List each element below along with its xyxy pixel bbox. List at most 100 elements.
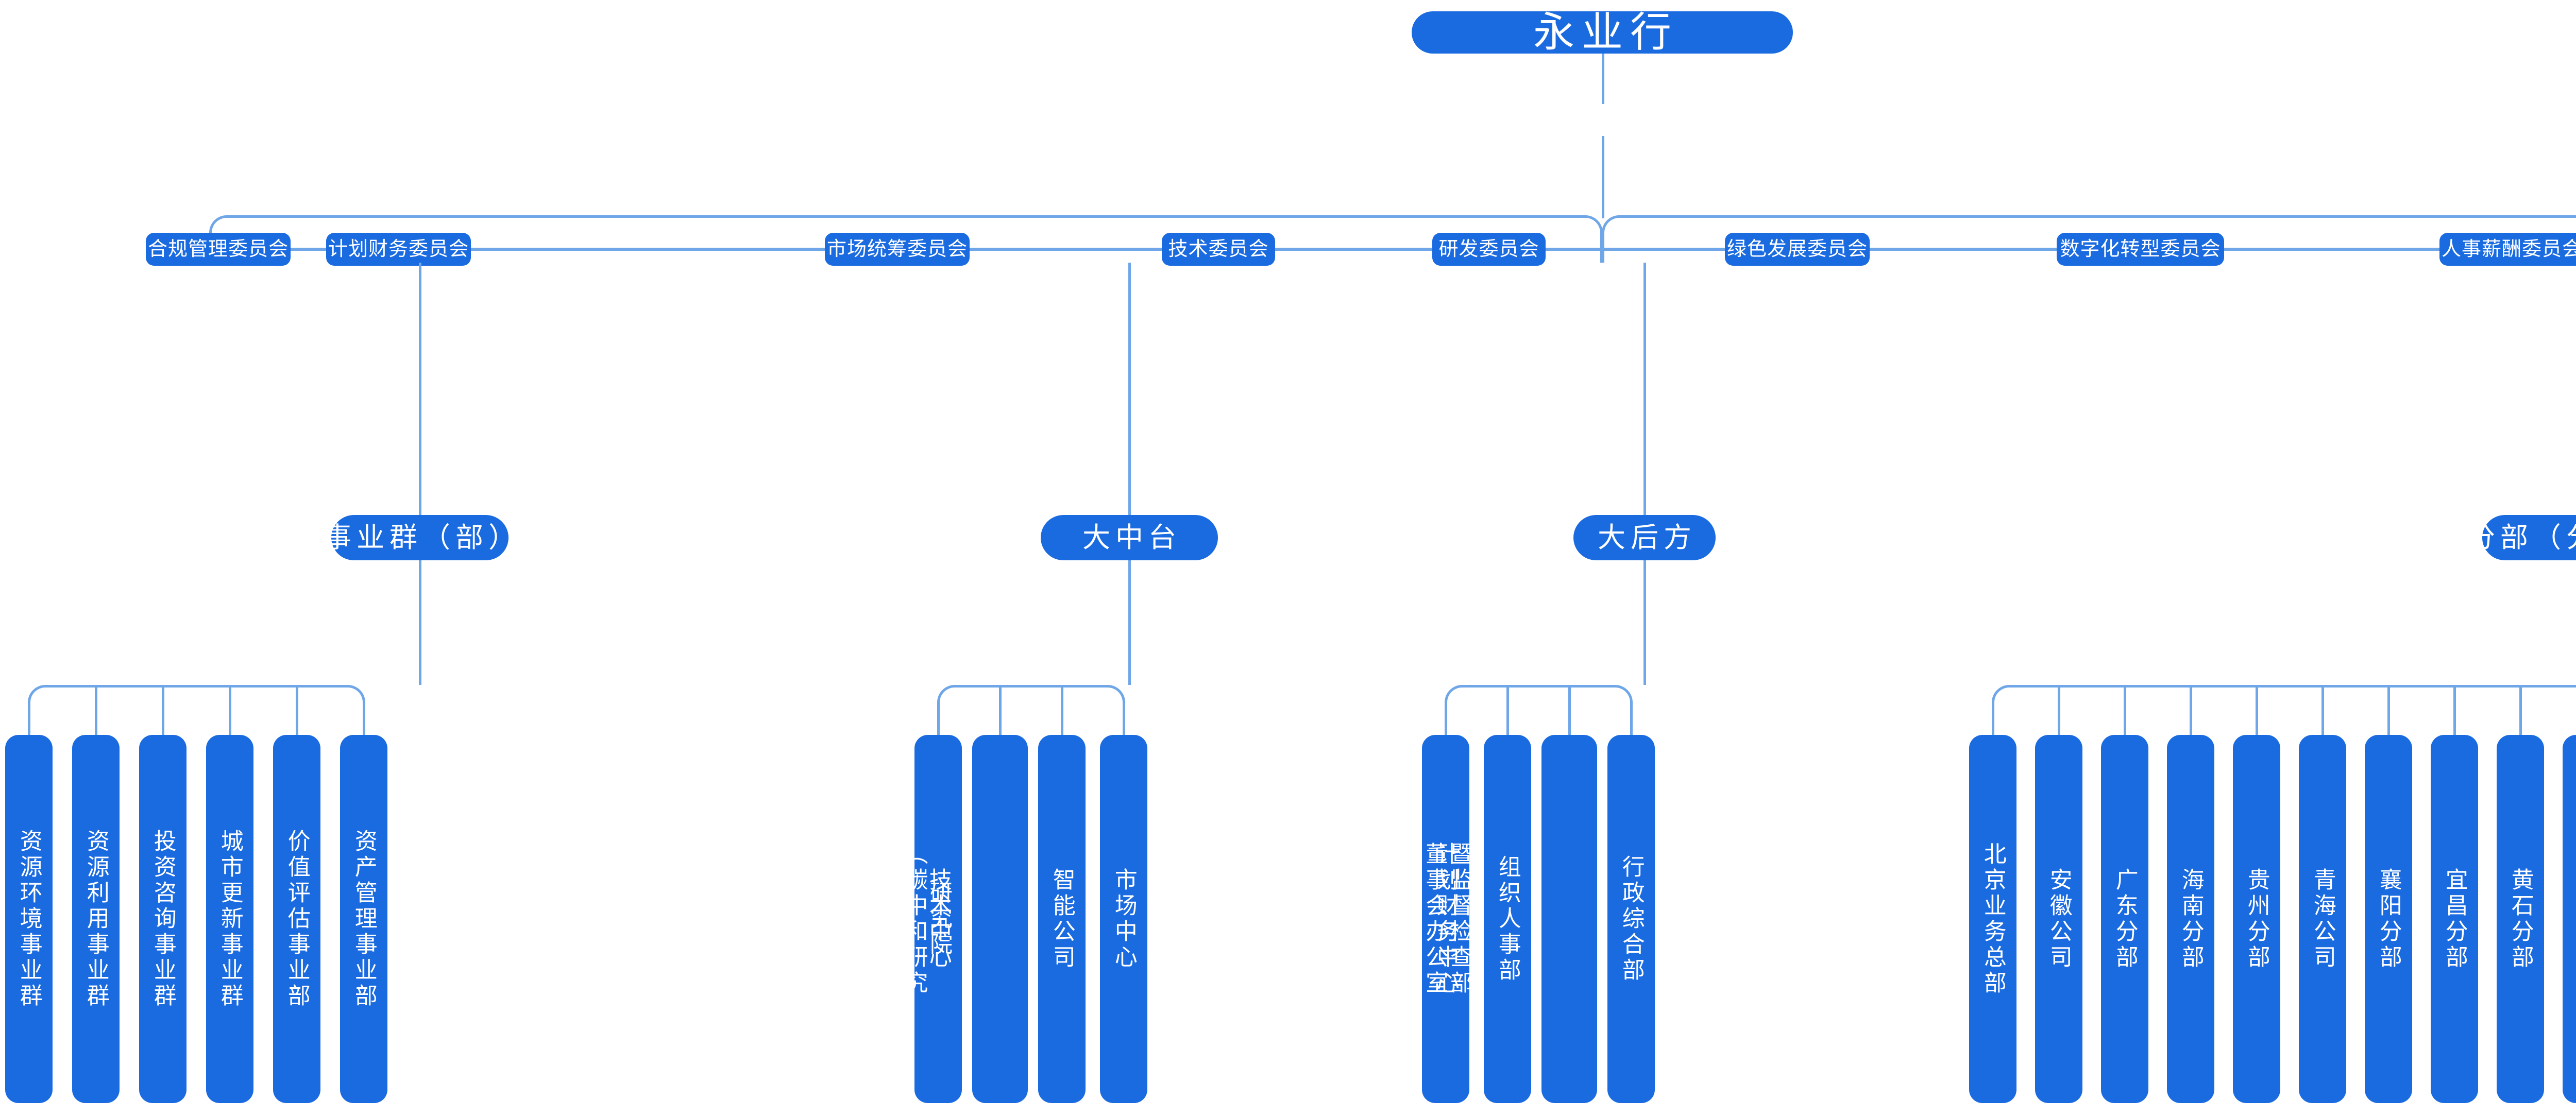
leaf-label: 资源环境事业群 — [16, 829, 42, 1009]
committee-label: 市场统筹委员会 — [826, 238, 968, 260]
leaf-node[interactable]: 广东分部 — [2101, 735, 2148, 1103]
committee-link-line — [291, 248, 326, 251]
leaf-node[interactable]: 宜昌分部 — [2431, 735, 2478, 1103]
committee-node[interactable]: 合规管理委员会 — [146, 233, 291, 266]
leaf-node[interactable]: 技术中心 — [914, 735, 962, 1103]
committee-node[interactable]: 市场统筹委员会 — [825, 233, 970, 266]
committee-link-line — [1275, 248, 1432, 251]
group-bus-right — [1602, 215, 2576, 263]
leaf-drop-connector — [2321, 685, 2324, 735]
leaf-label: 资源利用事业群 — [83, 829, 109, 1009]
leaf-label: 北京业务总部 — [1980, 841, 2006, 996]
leaf-node[interactable]: 组织人事部 — [1484, 735, 1531, 1103]
leaf-node[interactable]: 城市更新事业群 — [206, 735, 253, 1103]
committee-label: 技术委员会 — [1168, 238, 1269, 260]
leaf-bus — [1445, 685, 1633, 735]
leaf-label: （碳中和研究中心）研究院 — [877, 834, 1122, 1004]
leaf-node[interactable]: 黄石分部 — [2497, 735, 2544, 1103]
leaf-node[interactable]: 北京业务总部 — [1969, 735, 2016, 1103]
leaf-node[interactable]: 市场中心 — [1100, 735, 1147, 1103]
leaf-drop-connector — [2256, 685, 2258, 735]
leaf-node[interactable]: 襄阳分部 — [2365, 735, 2412, 1103]
leaf-drop-connector — [2190, 685, 2192, 735]
committee-node[interactable]: 绿色发展委员会 — [1725, 233, 1870, 266]
leaf-drop-connector — [2124, 685, 2126, 735]
leaf-bus — [28, 685, 365, 735]
leaf-drop-connector — [1568, 685, 1571, 735]
group-to-leaf-connector — [1643, 560, 1646, 685]
group-label: 大中台 — [1082, 522, 1181, 553]
leaf-label: 投资咨询事业群 — [150, 829, 176, 1009]
leaf-label-col1: 研究院 — [926, 880, 952, 958]
leaf-drop-connector — [1061, 685, 1063, 735]
committee-label: 数字化转型委员会 — [2060, 238, 2221, 260]
leaf-label: 广东分部 — [2112, 867, 2138, 971]
leaf-label: 贵州分部 — [2244, 867, 2269, 971]
leaf-drop-connector — [229, 685, 231, 735]
leaf-bus — [937, 685, 1125, 735]
leaf-node[interactable]: 贵州分部 — [2233, 735, 2280, 1103]
leaf-node[interactable]: 智能公司 — [1038, 735, 1086, 1103]
leaf-node[interactable]: 青海公司 — [2299, 735, 2346, 1103]
leaf-label: 十堰分部 — [2573, 867, 2576, 971]
root-label: 永业行 — [1533, 9, 1679, 55]
leaf-label: 组织人事部 — [1495, 854, 1520, 984]
committee-link-line — [471, 248, 825, 251]
group-down-connector — [419, 263, 421, 515]
leaf-node[interactable]: 安徽公司 — [2035, 735, 2082, 1103]
group-node[interactable]: 事业群（部） — [324, 515, 516, 560]
leaf-label: 董事会办公室暨监督检查部 — [1422, 842, 1716, 996]
leaf-node[interactable]: 十堰分部 — [2563, 735, 2576, 1103]
leaf-node[interactable]: 资源环境事业群 — [5, 735, 53, 1103]
leaf-label: 资产管理事业部 — [351, 829, 377, 1009]
leaf-node[interactable]: 资源利用事业群 — [72, 735, 120, 1103]
leaf-label: 青海公司 — [2310, 867, 2335, 971]
committee-link-line — [2224, 248, 2439, 251]
leaf-label: 黄石分部 — [2507, 867, 2533, 971]
group-to-leaf-connector — [419, 560, 421, 685]
group-node[interactable]: 大后方 — [1573, 515, 1716, 560]
leaf-node[interactable]: 资产管理事业部 — [340, 735, 387, 1103]
group-label: 大后方 — [1598, 522, 1697, 553]
group-label: 事业群（部） — [324, 522, 521, 553]
leaf-label: 技术中心 — [925, 867, 951, 971]
committee-down-connector — [1602, 136, 1604, 218]
leaf-label: 行政综合部 — [1618, 854, 1644, 984]
leaf-label: 宜昌分部 — [2442, 867, 2467, 971]
root-down-connector — [1602, 54, 1604, 104]
leaf-node[interactable]: 价值评估事业部 — [273, 735, 320, 1103]
leaf-node[interactable]: 投资咨询事业群 — [139, 735, 187, 1103]
group-node[interactable]: 大中台 — [1041, 515, 1218, 560]
committee-label: 研发委员会 — [1438, 238, 1539, 260]
leaf-label: 安徽公司 — [2046, 867, 2072, 971]
committee-link-line — [1546, 248, 1725, 251]
leaf-label-col2: 董事会办公室 — [1422, 841, 1448, 996]
committee-label: 计划财务委员会 — [328, 238, 469, 260]
group-down-connector — [1128, 263, 1131, 515]
committee-node[interactable]: 技术委员会 — [1162, 233, 1275, 266]
committee-node[interactable]: 研发委员会 — [1432, 233, 1546, 266]
leaf-node[interactable]: 行政综合部 — [1607, 735, 1655, 1103]
committee-node[interactable]: 数字化转型委员会 — [2057, 233, 2224, 266]
root-node[interactable]: 永业行 — [1412, 11, 1793, 54]
leaf-drop-connector — [2058, 685, 2060, 735]
leaf-node[interactable]: 董事会办公室暨监督检查部 — [1422, 735, 1597, 1103]
leaf-node[interactable]: （碳中和研究中心）研究院 — [877, 735, 1028, 1103]
leaf-label: 襄阳分部 — [2376, 867, 2401, 971]
leaf-drop-connector — [999, 685, 1002, 735]
leaf-label-col1: 暨监督检查部 — [1446, 841, 1472, 996]
committee-node[interactable]: 人事薪酬委员会 — [2439, 233, 2576, 266]
committee-label: 绿色发展委员会 — [1726, 238, 1868, 260]
committee-link-line — [970, 248, 1162, 251]
committee-node[interactable]: 计划财务委员会 — [326, 233, 471, 266]
leaf-node[interactable]: 计划财务中心 — [1422, 735, 1469, 1103]
leaf-drop-connector — [2519, 685, 2522, 735]
committee-label: 人事薪酬委员会 — [2441, 238, 2576, 260]
group-down-connector — [1643, 263, 1646, 515]
leaf-node[interactable]: 海南分部 — [2167, 735, 2214, 1103]
group-node[interactable]: 分部（分公司） — [2467, 515, 2576, 560]
group-to-leaf-connector — [1128, 560, 1131, 685]
leaf-label: 市场中心 — [1111, 867, 1137, 971]
group-label: 分部（分公司） — [2467, 522, 2576, 553]
